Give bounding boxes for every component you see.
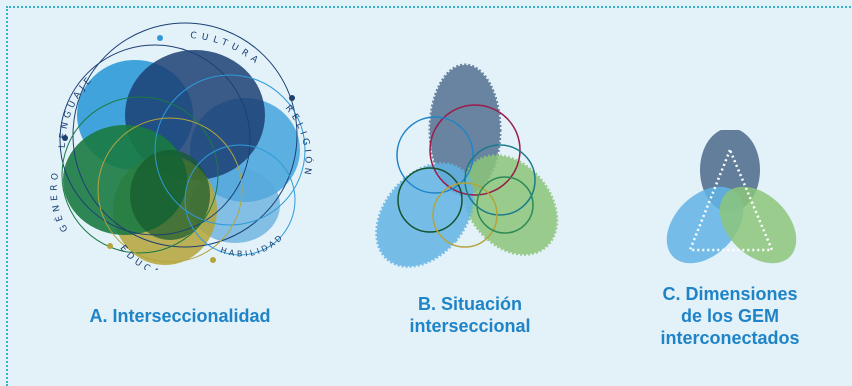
caption-c-line3: interconectados xyxy=(660,328,800,348)
green-ring xyxy=(397,167,463,233)
genero-ring xyxy=(61,96,219,254)
dimensions-graphic xyxy=(666,128,797,264)
crimson-ring xyxy=(429,104,521,196)
intersectional-situation-diagram xyxy=(370,55,570,275)
situation-graphic xyxy=(375,63,559,268)
caption-b: B. Situación interseccional xyxy=(370,293,570,337)
caption-c-line2: de los GEM xyxy=(680,306,779,326)
religion-ring xyxy=(154,74,306,226)
caption-b-line1: B. Situación xyxy=(417,294,522,314)
ring-dot xyxy=(157,35,163,41)
habilidad-ring xyxy=(184,144,296,256)
interconnected-dimensions-diagram xyxy=(650,128,810,270)
lenguaje-ring xyxy=(59,44,251,236)
teal-ring xyxy=(464,144,536,216)
blue-ring xyxy=(396,116,474,194)
ring-dot xyxy=(107,243,113,249)
green-ellipse xyxy=(719,186,797,264)
dotted-frame xyxy=(6,6,852,386)
ring-dot xyxy=(289,95,295,101)
intersectionality-diagram: LENGUAJE CULTURA RELIGIÓN GÉNERO EDUCACI… xyxy=(40,20,320,282)
green-blob xyxy=(461,154,559,256)
green-small-ring xyxy=(476,176,534,234)
caption-c: C. Dimensiones de los GEM interconectado… xyxy=(630,283,830,349)
educacion-ring xyxy=(97,117,243,263)
caption-a-text: A. Interseccionalidad xyxy=(89,306,271,326)
caption-a: A. Interseccionalidad xyxy=(40,305,320,327)
caption-b-line2: interseccional xyxy=(409,316,531,336)
ring-dot xyxy=(62,135,68,141)
caption-c-line1: C. Dimensiones xyxy=(662,284,798,304)
olive-ring xyxy=(432,182,498,248)
ring-dot xyxy=(210,257,216,263)
blue-blob xyxy=(375,162,475,268)
intersectionality-graphic: LENGUAJE CULTURA RELIGIÓN GÉNERO EDUCACI… xyxy=(50,22,310,282)
